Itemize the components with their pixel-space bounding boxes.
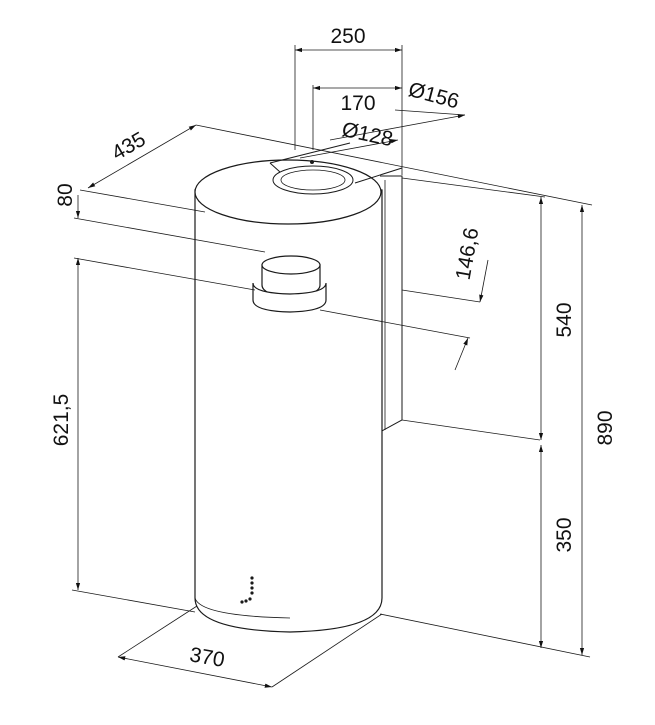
dim-250: 250 [294, 25, 403, 175]
dim-621-5-label: 621,5 [50, 394, 73, 447]
dim-540-label: 540 [553, 302, 576, 337]
dim-435-label: 435 [108, 128, 150, 165]
dim-170-label: 170 [340, 92, 375, 115]
button-dot-icon [250, 576, 254, 580]
dim-621-5: 621,5 [50, 258, 196, 613]
button-dot-icon [250, 586, 254, 590]
dim-170: 170 [312, 85, 402, 150]
button-dot-icon [240, 600, 244, 604]
dim-350-label: 350 [553, 517, 576, 552]
wall-plate [379, 175, 541, 441]
button-dot-icon [250, 591, 254, 595]
hood-top-ellipse [194, 159, 382, 225]
dim-146-6-label: 146,6 [452, 226, 484, 282]
dim-890: 890 [379, 205, 617, 658]
button-dot-icon [244, 599, 248, 603]
button-dot-icon [248, 597, 252, 601]
control-buttons [240, 576, 254, 604]
hood-cylinder [194, 159, 383, 633]
dim-80: 80 [54, 183, 266, 291]
dim-350: 350 [538, 445, 576, 648]
dim-370-label: 370 [188, 643, 227, 672]
dim-80-label: 80 [54, 183, 77, 206]
top-screw-icon [310, 160, 314, 164]
dim-diameter-128-label: Ø128 [340, 118, 395, 151]
dim-540: 540 [401, 177, 576, 440]
side-outlet-spigot [252, 255, 327, 313]
dim-250-label: 250 [330, 25, 365, 48]
button-dot-icon [250, 581, 254, 585]
top-collar [269, 142, 403, 195]
dim-890-label: 890 [594, 410, 617, 445]
dim-diameter-156-label: Ø156 [406, 78, 462, 114]
